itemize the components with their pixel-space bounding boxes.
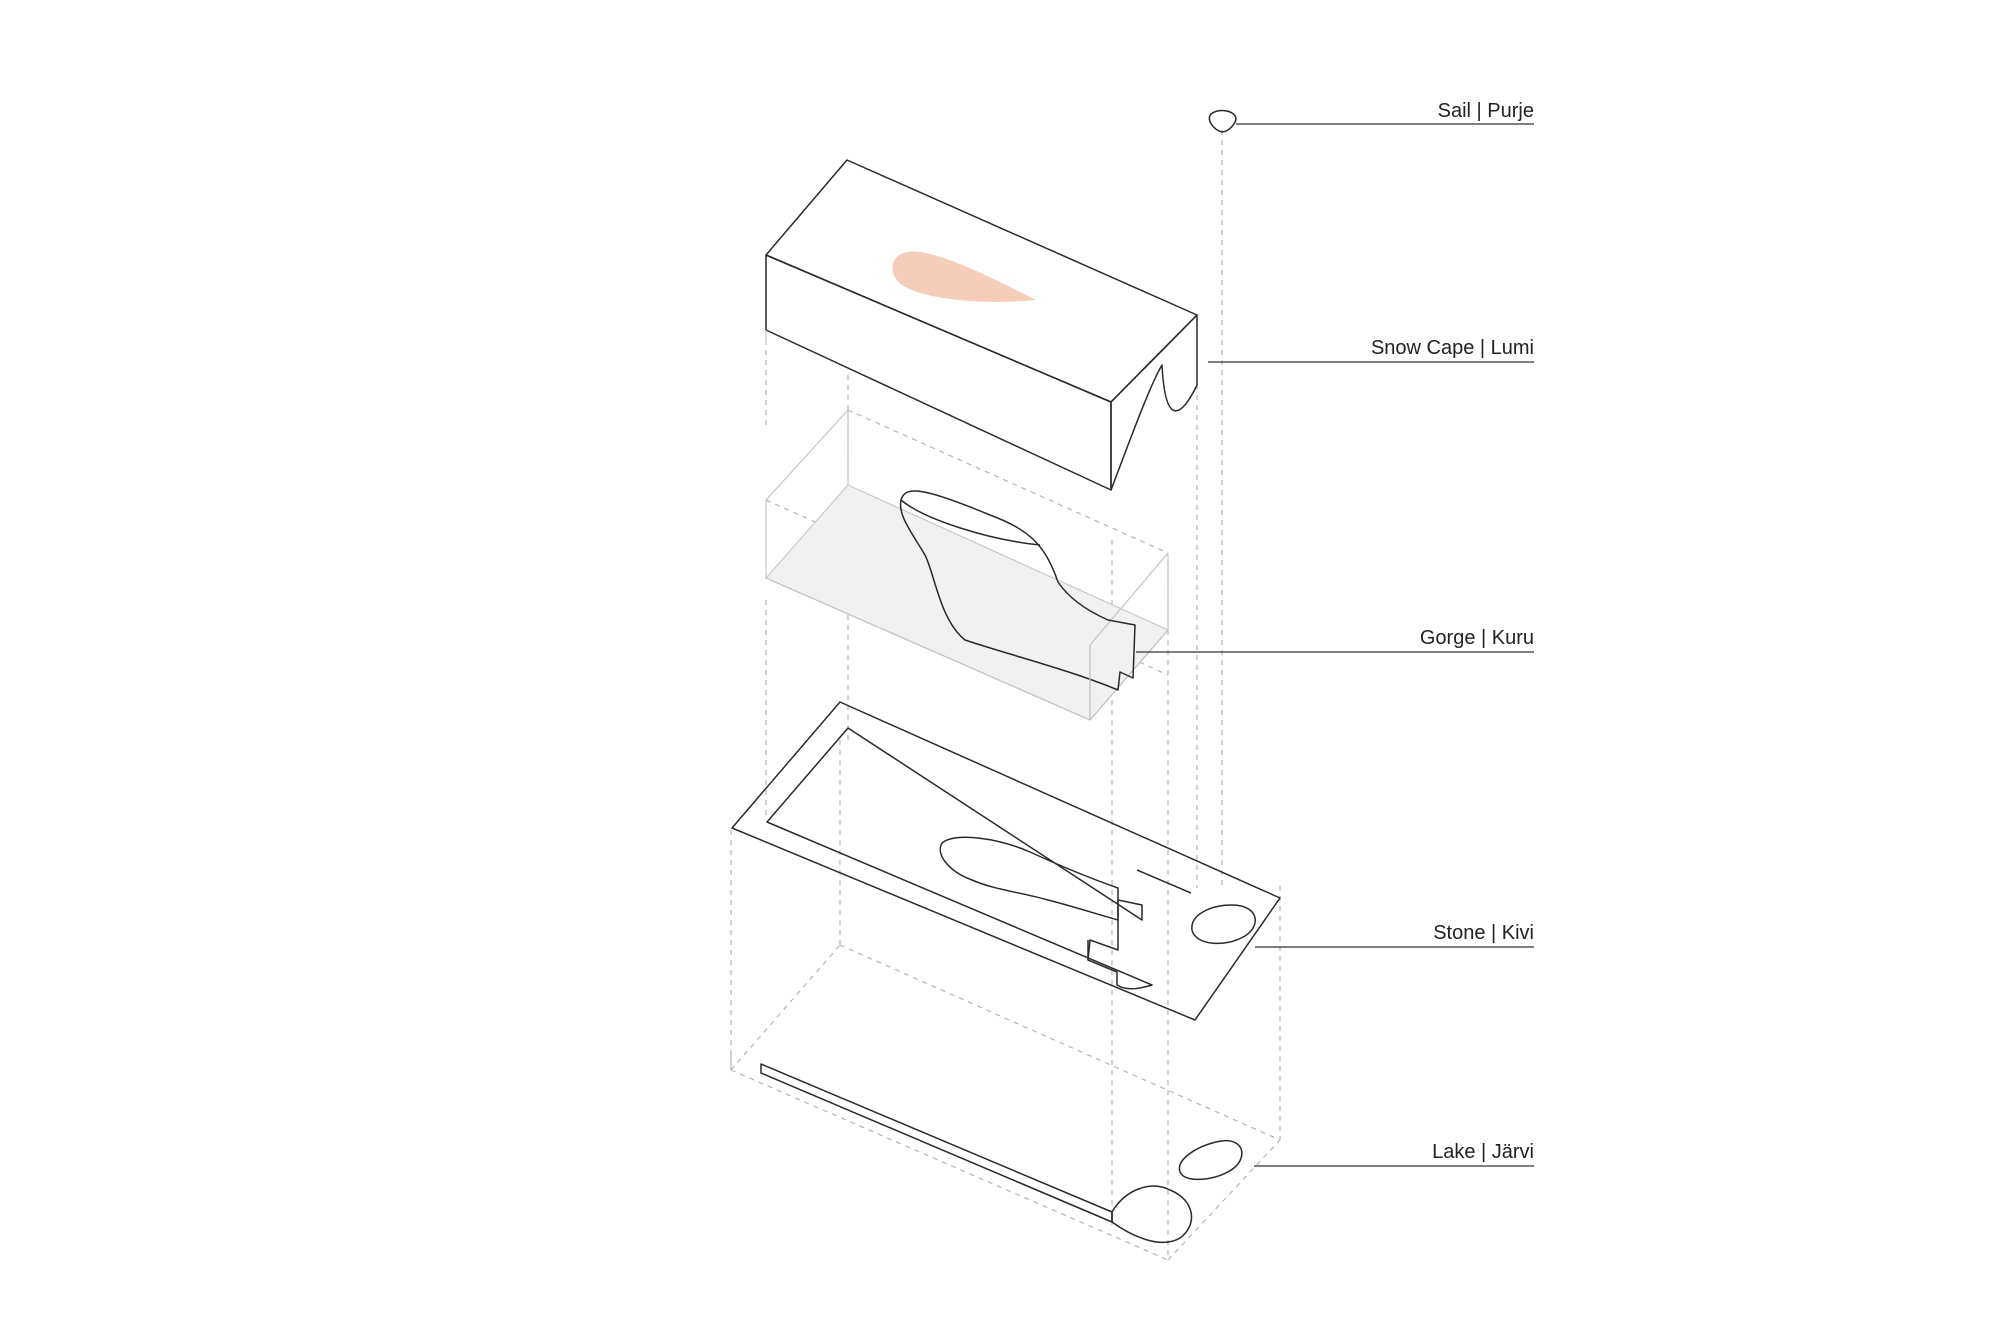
stone-layer [731,701,1281,1021]
lake-channel [760,1063,1113,1223]
sail-shape [1208,109,1237,133]
snow-cape-teardrop-shape [892,251,1036,302]
layer-labels: Sail | Purje Snow Cape | Lumi Gorge | Ku… [1371,100,1534,1163]
gorge-sculpted-shape [899,490,1136,691]
label-gorge: Gorge | Kuru [1420,627,1534,649]
leader-lines [1136,123,1534,1167]
lake-layer [760,1063,1243,1244]
sail-layer [1208,109,1237,133]
snow-cape-side-face [1110,314,1198,491]
lake-hook-shape [1111,1185,1193,1244]
label-lake: Lake | Järvi [1432,1141,1534,1163]
label-sail: Sail | Purje [1438,100,1534,122]
snow-cape-layer [765,159,1198,491]
stone-frame-plate [731,701,1281,1021]
lake-oval-pool [1178,1139,1243,1181]
stone-spoon-cutout [939,836,1119,921]
gorge-glass-plane [765,484,1169,721]
gorge-layer [765,409,1169,721]
label-snow-cape: Snow Cape | Lumi [1371,337,1534,359]
label-stone: Stone | Kivi [1433,922,1534,944]
